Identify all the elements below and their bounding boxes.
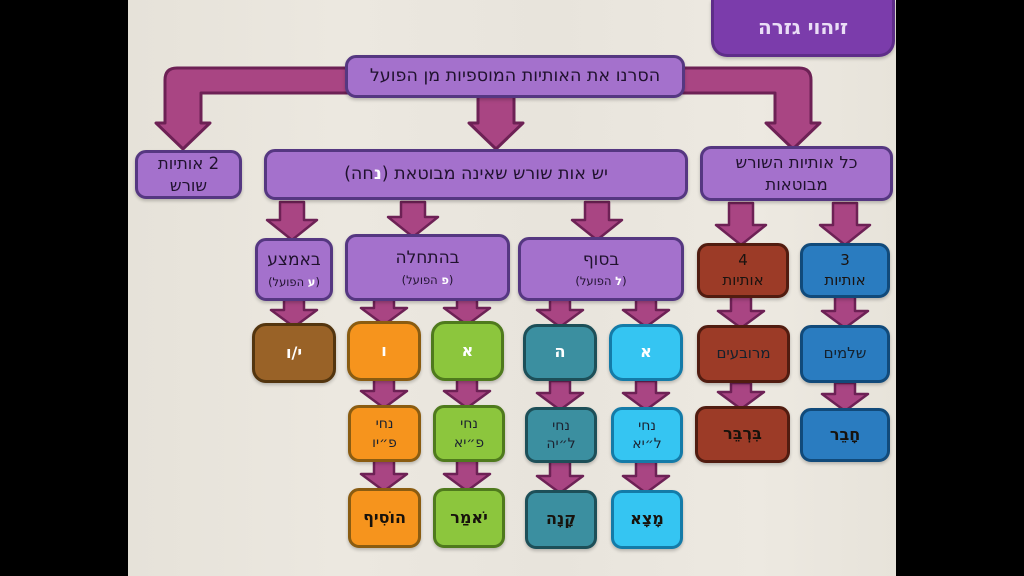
root-question-label: הסרנו את האותיות המוספיות מן הפועל bbox=[369, 66, 661, 87]
position-start-pre: ( bbox=[448, 272, 454, 287]
letter-vav-box: ו bbox=[347, 321, 421, 381]
gizra-lamed-he-line1: נחי bbox=[552, 417, 570, 434]
type-shlemim-box: שלמים bbox=[800, 325, 890, 383]
letter-alef-end-box: א bbox=[609, 324, 683, 381]
title-box: זיהוי גזרה bbox=[711, 0, 895, 57]
letter-he-box: ה bbox=[523, 324, 597, 381]
gizra-lamed-he-line2: ל״יה bbox=[546, 436, 576, 452]
branch-right-line1: כל אותיות השורש bbox=[735, 153, 858, 173]
gizra-pe-alef-line2: פ״יא bbox=[453, 434, 485, 451]
branch-left-line1: 2 אותיות bbox=[157, 154, 220, 174]
position-end-label: בסוף bbox=[582, 249, 620, 270]
branch-center-post: חה) bbox=[344, 164, 374, 185]
flow-arrow bbox=[442, 377, 492, 410]
count-4-number: 4 bbox=[738, 251, 748, 269]
gizra-pe-alef-box: נחי פ״יא bbox=[433, 405, 505, 462]
gizra-lamed-alef-line2: ל״יא bbox=[632, 436, 662, 452]
gizra-pe-alef-line1: נחי bbox=[460, 416, 478, 433]
branch-right-line2: מבוטאות bbox=[765, 174, 828, 194]
position-start-sub: (פ הפועל) bbox=[402, 273, 454, 288]
flow-arrow bbox=[359, 377, 409, 410]
example-birber-box: בִּרְבֵּר bbox=[695, 406, 790, 463]
position-end-post: הפועל) bbox=[575, 274, 616, 289]
branch-silent-root-letter: יש אות שורש שאינה מבוטאת (נחה) bbox=[264, 149, 688, 200]
position-start-highlight: פ bbox=[441, 272, 449, 287]
gizra-pe-vav-box: נחי פ״יו bbox=[348, 405, 421, 462]
gizra-lamed-alef-line1: נחי bbox=[638, 417, 656, 434]
branch-all-letters-pronounced: כל אותיות השורש מבוטאות bbox=[700, 146, 893, 201]
position-middle-sub: (ע הפועל) bbox=[268, 275, 320, 290]
example-haver-box: חָבֵר bbox=[800, 408, 890, 462]
flow-arrow bbox=[714, 201, 768, 247]
flow-arrow bbox=[535, 297, 585, 329]
flow-arrow bbox=[359, 458, 409, 493]
flow-arrow bbox=[386, 200, 440, 239]
branch-two-root-letters: 2 אותיות שורש bbox=[135, 150, 242, 199]
flow-arrow bbox=[716, 294, 766, 330]
position-end-pre: ( bbox=[622, 274, 627, 289]
count-3-letters-box: 3 אותיות bbox=[800, 243, 890, 298]
branch-center-text: יש אות שורש שאינה מבוטאת (נחה) bbox=[344, 163, 608, 186]
letter-alef-start-box: א bbox=[431, 321, 504, 381]
position-end-sub: (ל הפועל) bbox=[575, 274, 626, 289]
example-kana-box: קָנָה bbox=[525, 490, 597, 549]
position-middle-pre: ( bbox=[315, 274, 320, 289]
flow-arrow bbox=[265, 200, 319, 242]
flow-arrow bbox=[442, 458, 492, 493]
example-matza-box: מָצָא bbox=[611, 490, 683, 549]
branch-center-highlight: נ bbox=[373, 164, 382, 185]
letter-vav-label: ו bbox=[381, 340, 387, 360]
letter-yud-vav-label: י/ו bbox=[285, 342, 303, 362]
flow-arrow bbox=[535, 379, 585, 412]
flow-arrow bbox=[820, 381, 870, 413]
example-kana-label: קָנָה bbox=[545, 509, 577, 529]
position-middle-box: באמצע (ע הפועל) bbox=[255, 238, 333, 301]
gizra-pe-vav-line1: נחי bbox=[375, 416, 394, 433]
example-birber-label: בִּרְבֵּר bbox=[723, 424, 762, 444]
example-yomar-label: יֹאמַר bbox=[450, 507, 488, 527]
flow-arrow bbox=[716, 381, 766, 411]
flow-arrow bbox=[621, 459, 671, 495]
count-3-word: אותיות bbox=[824, 270, 866, 289]
position-start-box: בהתחלה (פ הפועל) bbox=[345, 234, 510, 301]
position-middle-highlight: ע bbox=[307, 274, 316, 289]
type-shlemim-label: שלמים bbox=[823, 344, 867, 363]
letter-alef-start-label: א bbox=[461, 340, 474, 360]
branch-center-pre: יש אות שורש שאינה מבוטאת ( bbox=[381, 164, 608, 185]
type-merubaim-box: מרובעים bbox=[697, 325, 790, 383]
root-question-box: הסרנו את האותיות המוספיות מן הפועל bbox=[345, 55, 685, 98]
example-haver-label: חָבֵר bbox=[829, 424, 861, 444]
flow-arrow bbox=[621, 379, 671, 412]
letter-yud-vav-box: י/ו bbox=[252, 323, 336, 383]
position-middle-label: באמצע bbox=[267, 250, 321, 271]
count-3-number: 3 bbox=[840, 251, 850, 269]
letter-he-label: ה bbox=[554, 342, 566, 362]
flow-arrow bbox=[621, 297, 671, 329]
type-merubaim-label: מרובעים bbox=[716, 344, 771, 363]
position-end-highlight: ל bbox=[615, 274, 623, 289]
flow-arrow bbox=[535, 459, 585, 495]
position-middle-post: הפועל) bbox=[268, 274, 308, 289]
gizra-lamed-alef-box: נחי ל״יא bbox=[611, 407, 683, 463]
flow-arrow bbox=[820, 294, 870, 330]
page-title: זיהוי גזרה bbox=[757, 15, 849, 39]
count-4-letters-box: 4 אותיות bbox=[697, 243, 789, 298]
gizra-lamed-he-box: נחי ל״יה bbox=[525, 407, 597, 463]
flow-arrow bbox=[818, 201, 872, 247]
example-yomar-box: יֹאמַר bbox=[433, 488, 505, 548]
gizra-pe-vav-line2: פ״יו bbox=[372, 434, 397, 451]
letter-alef-end-label: א bbox=[640, 342, 652, 362]
branch-left-line2: שורש bbox=[169, 175, 208, 195]
example-matza-label: מָצָא bbox=[630, 509, 664, 529]
flow-arrow bbox=[570, 200, 624, 242]
position-end-box: בסוף (ל הפועל) bbox=[518, 237, 684, 301]
example-hosif-box: הוֹסִיף bbox=[348, 488, 421, 548]
position-start-post: הפועל) bbox=[401, 272, 442, 287]
position-start-label: בהתחלה bbox=[395, 248, 460, 269]
example-hosif-label: הוֹסִיף bbox=[363, 507, 406, 527]
count-4-word: אותיות bbox=[722, 270, 764, 289]
